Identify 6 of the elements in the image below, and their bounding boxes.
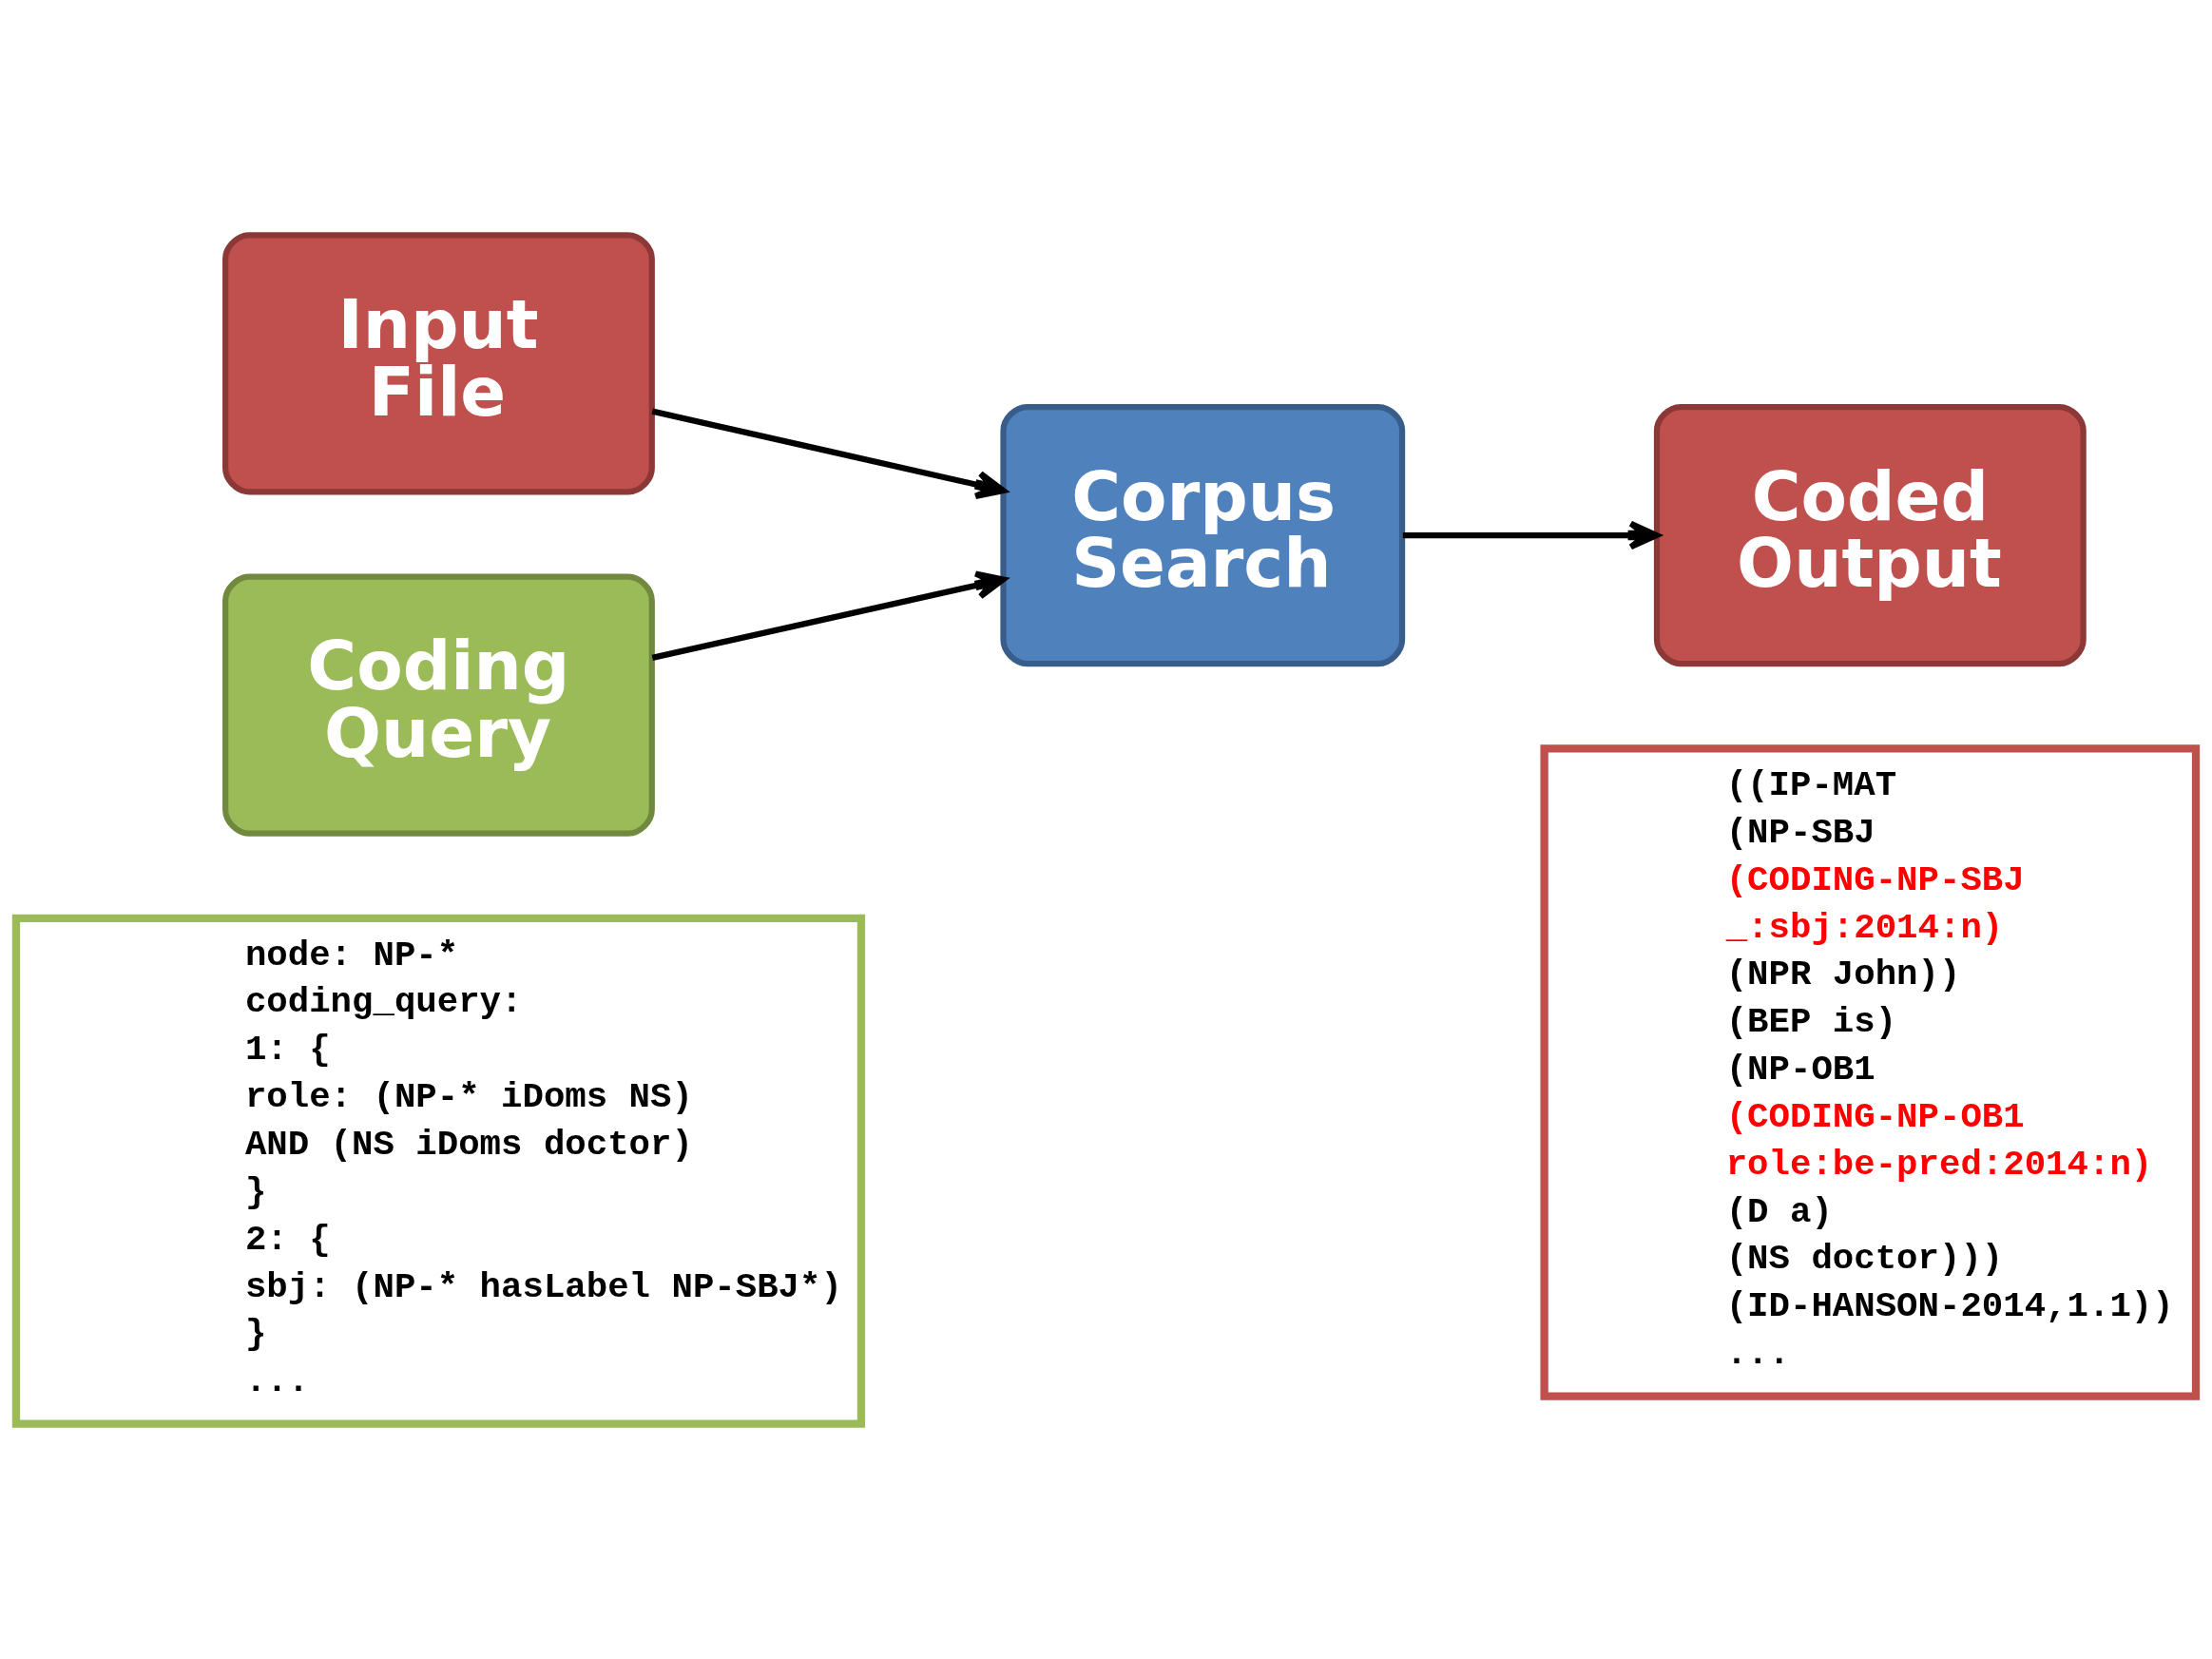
node-box: ((IP-MAT (NP-SBJ (CODING-NP-SBJ _:sbj:2014:n) (NPR John)) (BEP is) (NP-OB1 (CODING-NP-OB1 role:be-pred:2014:n) (D a) (NS doctor))) (ID-HANSON-2014,1.1)) ... (1540, 744, 2201, 1400)
node-box: Input File (222, 232, 655, 495)
node-box: Coded Output (1653, 403, 2087, 667)
node-box: Coding Query (222, 573, 655, 837)
node-box: Corpus Search (1000, 403, 1406, 667)
node-box: node: NP-* coding_query: 1: { role: (NP-* iDoms NS) AND (NS iDoms doctor) } 2: { sbj: (NP-* hasLabel NP-SBJ*) } ... (11, 914, 866, 1428)
